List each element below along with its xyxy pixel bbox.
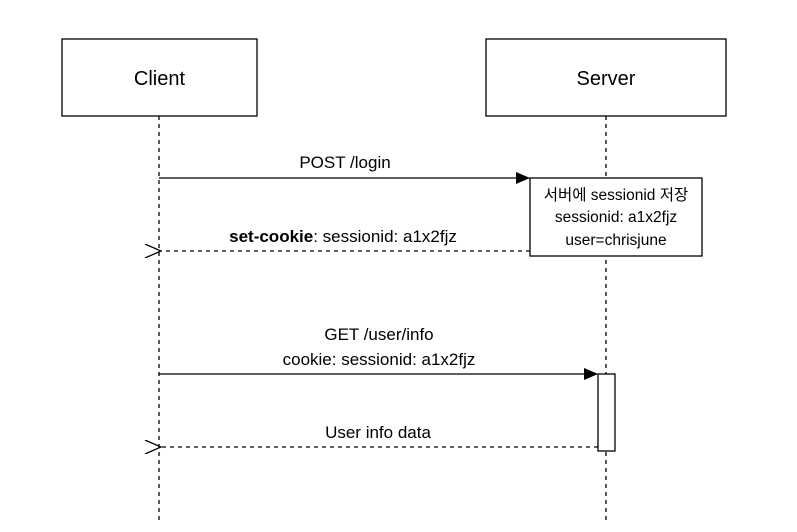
server-actor-label: Server bbox=[577, 68, 636, 90]
server-note: 서버에 sessionid 저장 sessionid: a1x2fjz user… bbox=[529, 177, 703, 257]
client-actor-box bbox=[61, 38, 258, 117]
message-get-user-info-line-1: GET /user/info bbox=[324, 325, 433, 344]
server-note-line-1: 서버에 sessionid 저장 bbox=[544, 186, 689, 204]
message-set-cookie-rest: : sessionid: a1x2fjz bbox=[313, 227, 457, 246]
server-activation-bar bbox=[597, 373, 616, 452]
message-post-login-label: POST /login bbox=[299, 153, 390, 172]
message-user-info-data: User info data bbox=[161, 423, 598, 447]
client-actor: Client bbox=[61, 38, 258, 117]
message-set-cookie-label: set-cookie: sessionid: a1x2fjz bbox=[229, 227, 457, 246]
server-actor: Server bbox=[485, 38, 727, 117]
message-user-info-data-label: User info data bbox=[325, 423, 431, 442]
server-note-line-2: sessionid: a1x2fjz bbox=[555, 209, 677, 226]
message-post-login: POST /login bbox=[159, 153, 530, 184]
server-note-box bbox=[529, 177, 703, 257]
message-get-user-info-line-2: cookie: sessionid: a1x2fjz bbox=[283, 350, 476, 369]
message-set-cookie: set-cookie: sessionid: a1x2fjz bbox=[161, 227, 530, 251]
server-actor-box bbox=[485, 38, 727, 117]
message-set-cookie-bold: set-cookie bbox=[229, 227, 313, 246]
message-get-user-info: GET /user/info cookie: sessionid: a1x2fj… bbox=[159, 325, 598, 380]
client-actor-label: Client bbox=[134, 68, 186, 90]
server-note-line-3: user=chrisjune bbox=[565, 232, 666, 249]
